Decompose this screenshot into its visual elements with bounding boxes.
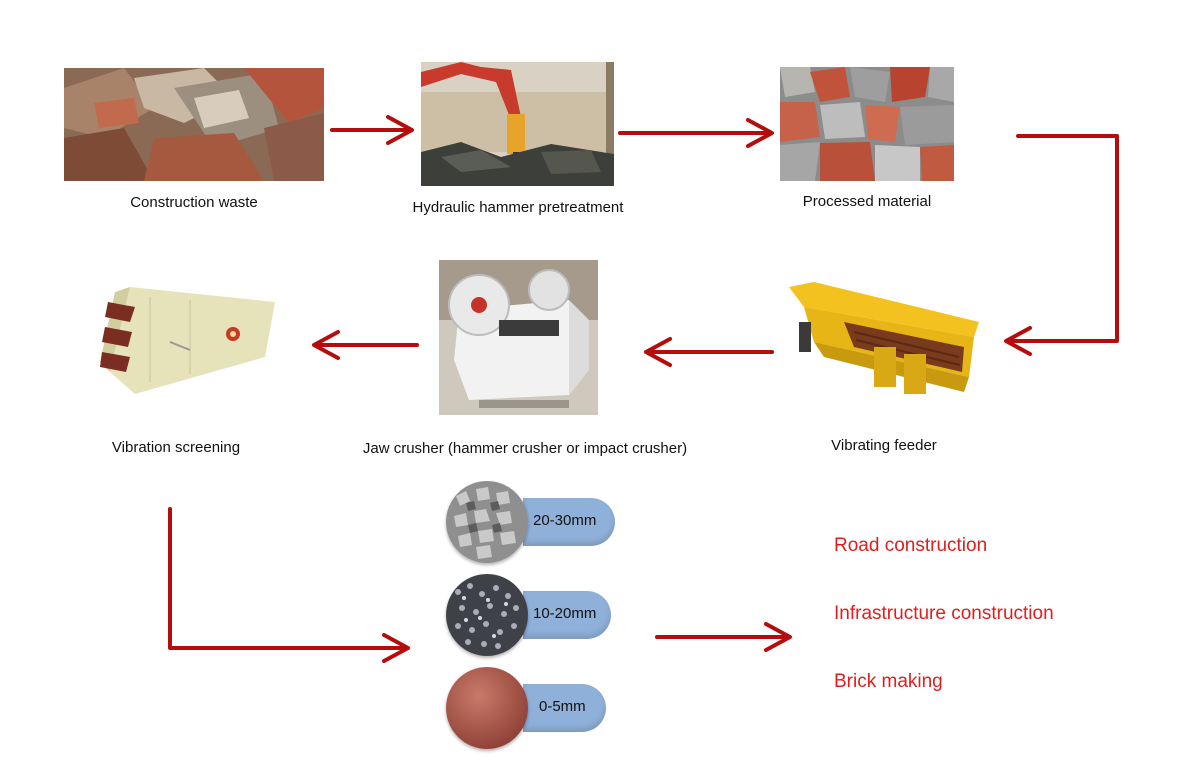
flow-arrowhead bbox=[1004, 326, 1032, 356]
step-label-processed-material: Processed material bbox=[802, 193, 932, 210]
hydraulic-hammer-photo bbox=[421, 62, 614, 186]
flow-arrowhead bbox=[644, 337, 672, 367]
use-road-construction: Road construction bbox=[834, 535, 988, 556]
step-label-vibrating-feeder: Vibrating feeder bbox=[831, 437, 937, 454]
processed-material-photo bbox=[780, 67, 954, 181]
product-size-label: 10-20mm bbox=[533, 605, 597, 622]
use-infrastructure-construction: Infrastructure construction bbox=[834, 603, 1054, 624]
sand-0-5-photo bbox=[446, 667, 528, 749]
flow-arrowhead bbox=[746, 118, 774, 148]
aggregate-20-30-photo bbox=[446, 481, 528, 563]
vibration-screen-photo bbox=[90, 282, 276, 397]
step-label-construction-waste: Construction waste bbox=[130, 194, 258, 211]
aggregate-10-20-photo bbox=[446, 574, 528, 656]
product-size-label: 20-30mm bbox=[533, 512, 597, 529]
product-size-label: 0-5mm bbox=[539, 698, 586, 715]
flow-arrow-elbow bbox=[1008, 134, 1119, 343]
flow-arrowhead bbox=[764, 622, 792, 652]
step-label-hydraulic-hammer: Hydraulic hammer pretreatment bbox=[412, 199, 624, 216]
construction-waste-photo bbox=[64, 68, 324, 181]
use-brick-making: Brick making bbox=[834, 671, 943, 692]
jaw-crusher-photo bbox=[439, 260, 598, 415]
product-size-pill: 10-20mm bbox=[523, 591, 611, 639]
product-size-pill: 20-30mm bbox=[523, 498, 615, 546]
flow-arrowhead bbox=[386, 115, 414, 145]
flow-arrowhead bbox=[382, 633, 410, 663]
step-label-vibration-screening: Vibration screening bbox=[111, 439, 241, 456]
flow-arrow-elbow bbox=[168, 507, 406, 650]
vibrating-feeder-photo bbox=[784, 282, 982, 402]
product-size-pill: 0-5mm bbox=[523, 684, 606, 732]
step-label-jaw-crusher: Jaw crusher (hammer crusher or impact cr… bbox=[362, 440, 688, 457]
flow-arrowhead bbox=[312, 330, 340, 360]
